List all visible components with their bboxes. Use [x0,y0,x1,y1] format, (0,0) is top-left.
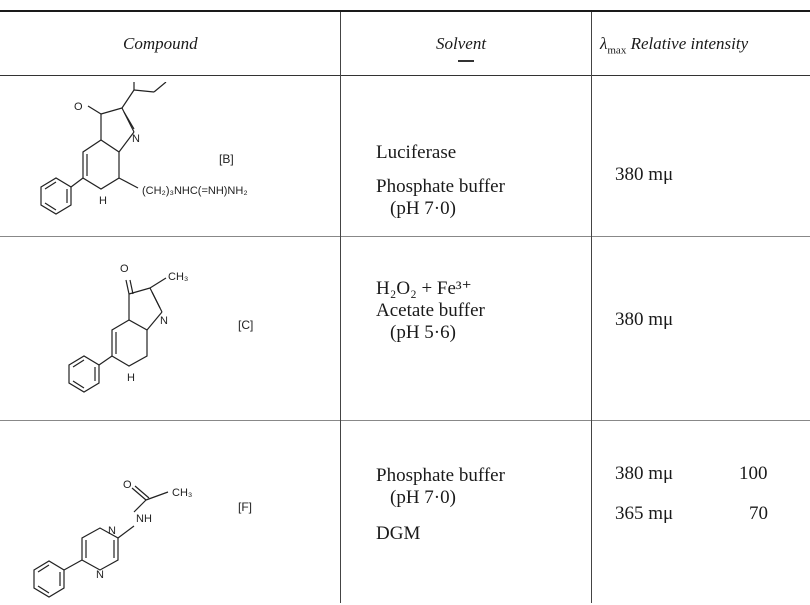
structure-b-drawing: O N H (CH₂)₃NHC(=NH)NH₂ [B] [40,80,248,215]
f-compound-label: [F] [238,500,252,514]
intensity-f-1: 100 [739,463,768,484]
lambda-f-2: 365 mμ [615,503,674,524]
f-methyl-label: CH₃ [172,487,192,499]
structure-f: O CH₃ NH N N [F] [20,428,340,600]
solvent-c-line-1: H₂O₂ + Fe³⁺ [376,278,472,299]
header-compound: Compound [123,34,198,53]
b-oxygen-label: O [74,101,83,113]
intensity-f-2: 70 [749,503,768,524]
solvent-f: Phosphate buffer (pH 7·0) DGM [376,465,505,545]
lambda-symbol: λ [600,34,608,53]
relative-intensity-label: Relative intensity [630,34,749,53]
row-divider-1 [0,236,810,237]
f-nitrogen-label-1: N [108,525,116,537]
top-rule [0,10,810,12]
lambda-b: 380 mμ [615,164,674,185]
solvent-b-line-1: Luciferase [376,142,457,163]
solvent-b-line-3: (pH 7·0) [390,198,456,219]
solvent-b-line-2: Phosphate buffer [376,176,505,197]
solvent-c-line-3: (pH 5·6) [390,322,456,343]
lambda-c: 380 mμ [615,309,674,330]
b-nh-label: H [99,195,107,207]
row-divider-2 [0,420,810,421]
b-nitrogen-label: N [132,133,140,145]
structure-b: O N H (CH₂)₃NHC(=NH)NH₂ [B] [20,80,340,232]
solvent-c-line-2: Acetate buffer [376,300,485,321]
c-nitrogen-label: N [160,315,168,327]
column-divider-1 [340,12,341,603]
header-lambda-intensity: λmax Relative intensity [600,34,748,56]
c-methyl-label: CH₃ [168,271,188,283]
c-compound-label: [C] [238,318,253,332]
header-rule [0,75,810,76]
solvent-underline [458,60,474,62]
solvent-f-line-2: (pH 7·0) [390,487,456,508]
f-nitrogen-label-2: N [96,569,104,581]
structure-f-drawing: O CH₃ NH N N [F] [33,479,252,598]
b-compound-label: [B] [219,152,234,166]
column-divider-2 [591,12,592,603]
b-side-chain: (CH₂)₃NHC(=NH)NH₂ [142,185,248,197]
lambda-f-1: 380 mμ [615,463,674,484]
solvent-f-line-3: DGM [376,523,421,544]
solvent-b: Luciferase Phosphate buffer (pH 7·0) [376,142,505,220]
c-oxygen-label: O [120,263,129,275]
structure-c-drawing: O CH₃ N H [C] [68,263,253,393]
solvent-f-line-1: Phosphate buffer [376,465,505,486]
solvent-c: H₂O₂ + Fe³⁺ Acetate buffer (pH 5·6) [376,278,485,344]
f-amide-nh-label: NH [136,513,152,525]
lambda-subscript: max [607,44,627,57]
structure-c: O CH₃ N H [C] [20,250,340,415]
c-nh-label: H [127,372,135,384]
f-oxygen-label: O [123,479,132,491]
header-solvent: Solvent [436,34,487,53]
